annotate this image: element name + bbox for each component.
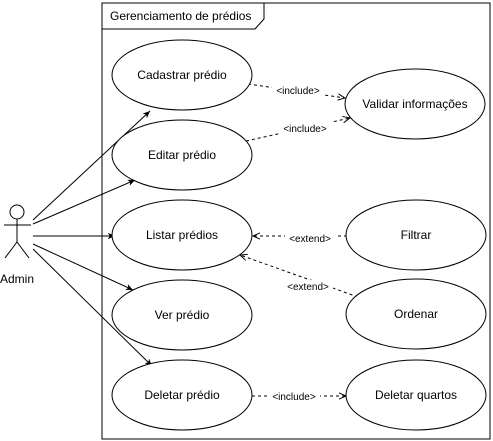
extend-label-filtrar: <extend> <box>289 234 331 245</box>
use-case-cadastrar: Cadastrar prédio <box>111 39 253 111</box>
use-case-deletar: Deletar prédio <box>111 359 253 431</box>
actor-left-leg <box>4 241 18 259</box>
actor-right-leg <box>16 241 30 259</box>
association-cadastrar <box>32 110 151 221</box>
actor-label: Admin <box>0 272 34 286</box>
use-case-validar: Validar informações <box>344 68 486 140</box>
use-case-listar: Listar prédios <box>111 199 253 271</box>
associations <box>32 110 153 367</box>
use-case-cadastrar-label: Cadastrar prédio <box>137 68 227 82</box>
use-case-ordenar-label: Ordenar <box>394 307 438 321</box>
use-case-validar-label: Validar informações <box>362 97 467 111</box>
use-case-listar-label: Listar prédios <box>146 228 218 242</box>
association-editar <box>32 179 136 225</box>
extend-line-ordenar <box>240 255 359 298</box>
actor-head <box>9 204 25 220</box>
use-case-filtrar: Filtrar <box>345 199 487 271</box>
use-case-ordenar: Ordenar <box>345 278 487 350</box>
use-case-deletar-quartos: Deletar quartos <box>345 359 487 431</box>
relation-labels: <include> <include> <extend> <extend> <i… <box>268 84 335 403</box>
use-case-ver: Ver prédio <box>111 279 253 351</box>
use-case-deletar-label: Deletar prédio <box>144 388 220 402</box>
include-label-cadastrar: <include> <box>276 86 320 97</box>
extend-label-ordenar: <extend> <box>287 282 329 293</box>
use-case-deletar-quartos-label: Deletar quartos <box>375 388 457 402</box>
actor-admin: Admin <box>0 204 34 286</box>
use-case-editar: Editar prédio <box>111 119 253 191</box>
association-ver <box>32 243 134 291</box>
use-case-filtrar-label: Filtrar <box>401 228 432 242</box>
system-title: Gerenciamento de prédios <box>110 9 251 23</box>
include-label-deletar: <include> <box>272 392 316 403</box>
association-deletar <box>32 248 153 367</box>
use-case-ver-label: Ver prédio <box>155 308 210 322</box>
include-label-editar: <include> <box>283 124 327 135</box>
use-case-editar-label: Editar prédio <box>148 148 216 162</box>
